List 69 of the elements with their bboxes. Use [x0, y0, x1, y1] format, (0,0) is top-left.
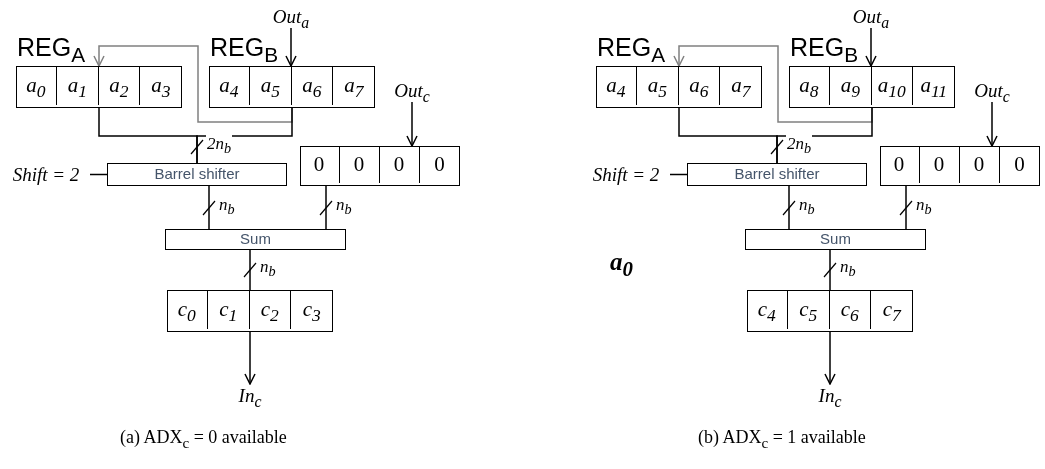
arrow: [93, 45, 293, 123]
register-cell: a$_{1}$: [57, 65, 99, 105]
caption: (a) ADX$_{c}$ = 0 available: [120, 427, 287, 452]
register-cell: a$_{3}$: [140, 65, 182, 105]
signal-label: Shift = 2: [4, 164, 88, 186]
register-cell: c$_{2}$: [249, 289, 291, 329]
register-label: REG$_{B}$: [210, 33, 279, 67]
connector-line: [249, 249, 251, 291]
register-cell: c$_{1}$: [208, 289, 250, 329]
register-cell: a$_{7}$: [720, 65, 762, 105]
arrow: [406, 101, 418, 147]
register-cell: a$_{4}$: [208, 65, 250, 105]
register-label: REG$_{A}$: [597, 33, 666, 67]
register-cell: c$_{5}$: [788, 289, 830, 329]
arrow: [673, 45, 873, 123]
register: [747, 290, 913, 332]
register-cell: 0: [379, 145, 420, 183]
register-cell: c$_{4}$: [746, 289, 788, 329]
arrow: [244, 331, 256, 385]
register-cell: a$_{2}$: [98, 65, 140, 105]
register-cell: a$_{6}$: [678, 65, 720, 105]
math-symbol: a$_{0}$: [610, 248, 633, 282]
register-label: REG$_{A}$: [17, 33, 86, 67]
connector-line: [325, 185, 327, 230]
function-block: Barrel shifter: [687, 163, 867, 186]
register: [167, 290, 333, 332]
register-cell: a$_{4}$: [595, 65, 637, 105]
register-cell: 0: [339, 145, 380, 183]
register-cell: a$_{9}$: [830, 65, 872, 105]
arrow: [824, 331, 836, 385]
signal-label: Shift = 2: [584, 164, 668, 186]
connector-line: [905, 185, 907, 230]
register-cell: 0: [999, 145, 1040, 183]
connector-line: [829, 249, 831, 291]
register-cell: c$_{0}$: [166, 289, 208, 329]
register: [880, 146, 1040, 186]
connector-line: [208, 185, 210, 230]
register-cell: a$_{5}$: [250, 65, 292, 105]
arrow: [285, 27, 297, 67]
arrow: [986, 101, 998, 147]
signal-label: Out$_{c}$: [387, 80, 437, 102]
register-cell: a$_{11}$: [913, 65, 955, 105]
register-cell: a$_{8}$: [788, 65, 830, 105]
register-cell: 0: [959, 145, 1000, 183]
function-block: Sum: [165, 229, 346, 250]
signal-label: In$_{c}$: [812, 384, 848, 408]
register-cell: a$_{0}$: [15, 65, 57, 105]
register-cell: a$_{5}$: [637, 65, 679, 105]
signal-label: Out$_{c}$: [967, 80, 1017, 102]
register-cell: a$_{10}$: [871, 65, 913, 105]
function-block: Sum: [745, 229, 926, 250]
register-cell: 0: [919, 145, 960, 183]
register-cell: 0: [419, 145, 460, 183]
signal-label: Out$_{a}$: [266, 6, 316, 28]
register-cell: 0: [299, 145, 340, 183]
signal-label: In$_{c}$: [232, 384, 268, 408]
register: [300, 146, 460, 186]
register-cell: a$_{6}$: [291, 65, 333, 105]
connector-line: [788, 185, 790, 230]
signal-label: Out$_{a}$: [846, 6, 896, 28]
register-cell: c$_{7}$: [871, 289, 913, 329]
register-cell: a$_{7}$: [333, 65, 375, 105]
function-block: Barrel shifter: [107, 163, 287, 186]
caption: (b) ADX$_{c}$ = 1 available: [698, 427, 866, 452]
arrow: [865, 27, 877, 67]
register-cell: 0: [879, 145, 920, 183]
register-cell: c$_{3}$: [291, 289, 333, 329]
register-cell: c$_{6}$: [829, 289, 871, 329]
register-label: REG$_{B}$: [790, 33, 859, 67]
